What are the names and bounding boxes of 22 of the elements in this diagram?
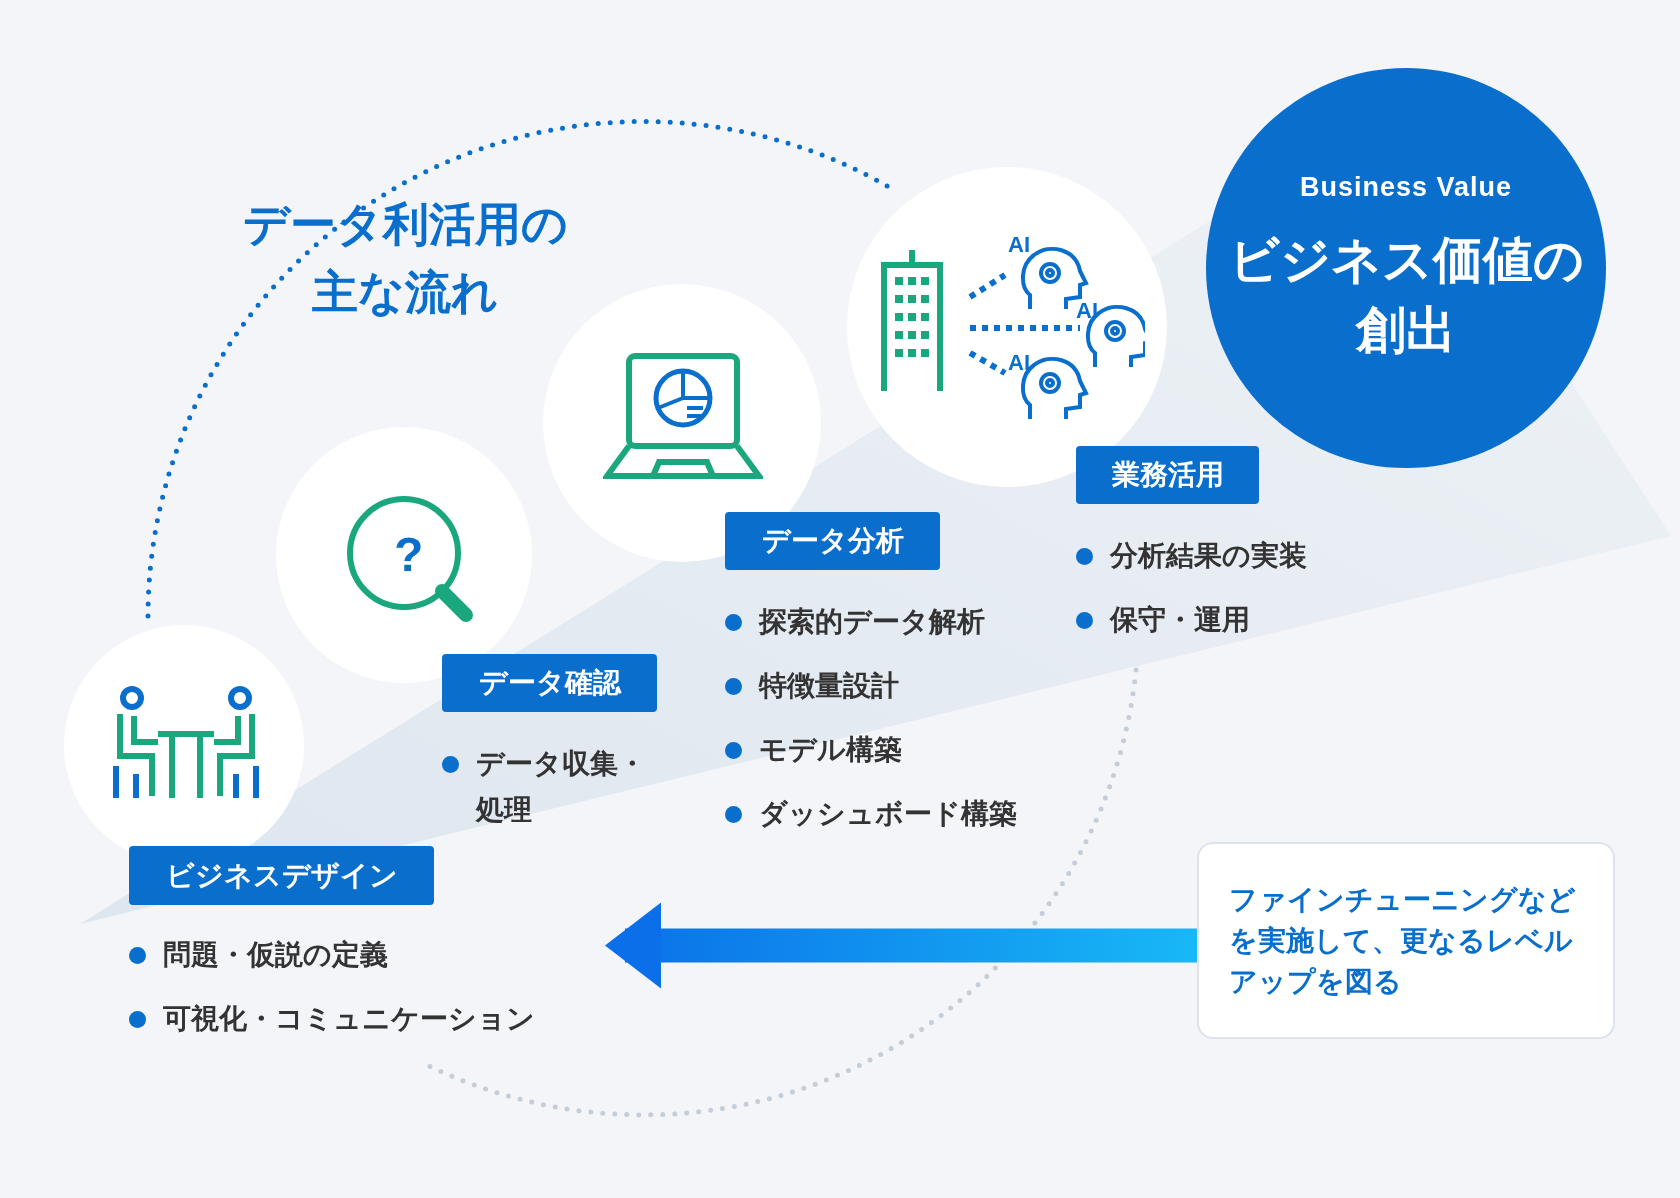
ai-label: AI (1008, 350, 1030, 376)
stage-label: ビジネスデザイン (129, 846, 434, 905)
arrow (605, 902, 1197, 989)
bullet-text: データ収集・処理 (476, 748, 646, 825)
stage-label: データ確認 (442, 654, 657, 712)
question-mark: ? (394, 527, 424, 582)
stage-label: データ分析 (725, 512, 940, 570)
bullet-text: 可視化・コミュニケーション (163, 1003, 535, 1034)
bullet-text: 保守・運用 (1110, 604, 1250, 635)
bullet-text: モデル構築 (759, 734, 902, 765)
ai-label: AI (1008, 232, 1030, 258)
stage-label: 業務活用 (1076, 446, 1259, 504)
circle-subtitle: Business Value (1299, 171, 1513, 203)
bullet-text: 分析結果の実装 (1110, 540, 1307, 571)
bullet-text: 特徴量設計 (759, 670, 899, 701)
bullet-text: 問題・仮説の定義 (163, 939, 388, 970)
note-card (1197, 842, 1615, 1039)
bullet-text: ダッシュボード構築 (759, 798, 1017, 829)
bullet-text: 探索的データ解析 (759, 606, 985, 637)
note-text: ファインチューニングなどを実施して、更なるレベルアップを図る (1229, 883, 1577, 999)
diagram-title: データ利活用の主な流れ (241, 197, 569, 320)
circle-heading: ビジネス価値の創出 (1227, 230, 1585, 360)
